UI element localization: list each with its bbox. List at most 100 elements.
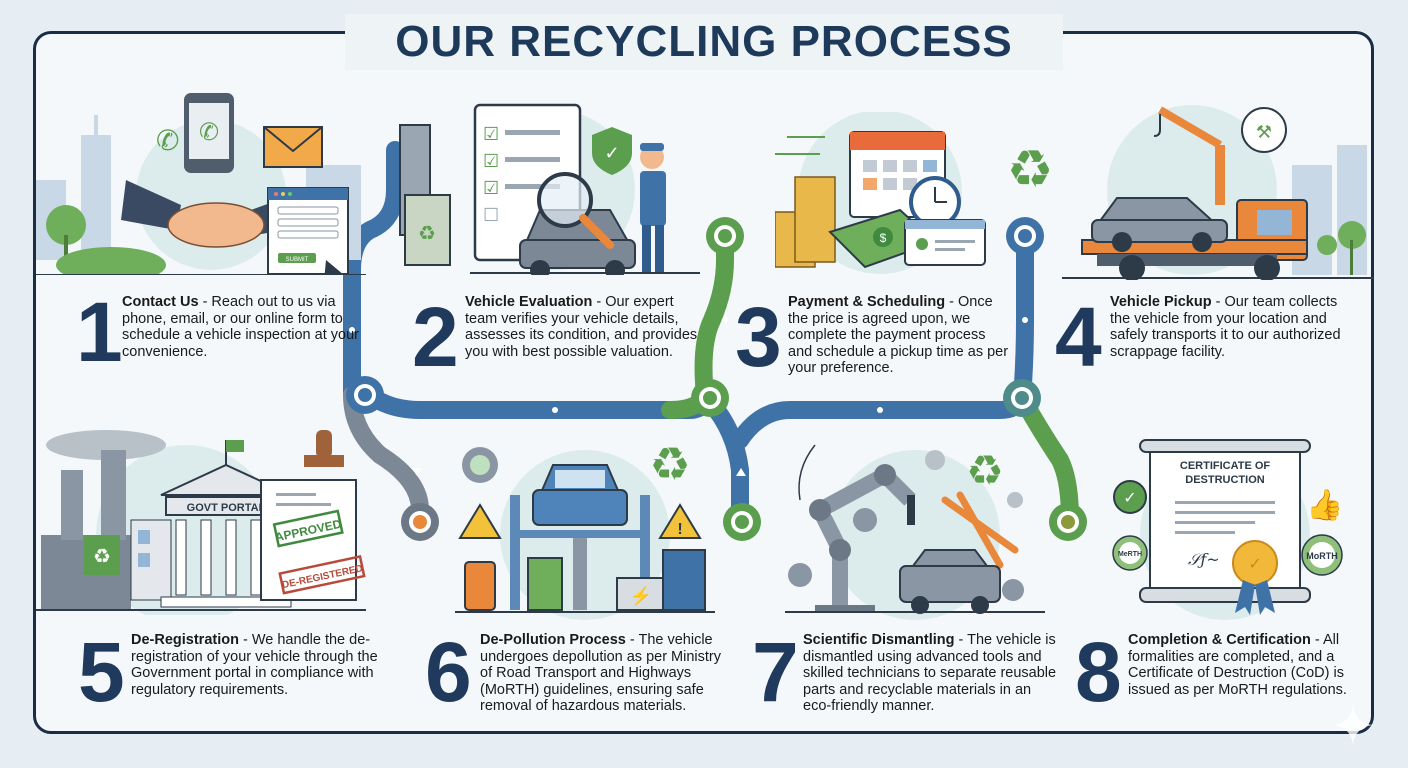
phone-call-icon: ✆	[156, 125, 179, 156]
govt-portal-label: GOVT PORTAL	[187, 502, 266, 514]
svg-text:☑: ☑	[483, 124, 499, 144]
document-icon: APPROVED DE-REGISTERED	[260, 479, 366, 601]
svg-text:♻: ♻	[93, 546, 111, 568]
gear-icon	[462, 447, 498, 483]
morth-badge-left: MeRTH	[1112, 535, 1148, 571]
id-card-icon	[904, 219, 986, 266]
step-description: De-Pollution Process - The vehicle under…	[480, 632, 721, 714]
tree-icon	[46, 205, 86, 245]
certificate-title-line2: DESTRUCTION	[1185, 474, 1265, 486]
svg-text:✓: ✓	[604, 143, 619, 163]
step-description: Completion & Certification - All formali…	[1128, 632, 1347, 698]
step-number: 5	[78, 625, 125, 719]
submit-button-label: SUBMIT	[286, 257, 309, 263]
step-6-illustration: ♻ ! ⚡	[455, 440, 715, 620]
shield-check-icon: ✓	[592, 127, 632, 175]
car-lift-icon	[510, 495, 650, 610]
gear-icon	[788, 450, 1024, 601]
recycle-icon: ♻	[649, 440, 690, 490]
svg-text:⚡: ⚡	[630, 585, 652, 607]
green-barrel-icon	[527, 557, 563, 611]
page-title: OUR RECYCLING PROCESS	[395, 17, 1013, 66]
path-segment-9	[1013, 389, 1079, 529]
oil-can-icon	[464, 561, 496, 611]
svg-text:MeRTH: MeRTH	[1118, 551, 1142, 558]
tow-truck-icon	[1081, 106, 1308, 280]
step-7-illustration: ♻	[785, 440, 1045, 620]
step-number: 1	[76, 285, 123, 379]
blue-car-icon	[532, 464, 628, 526]
recycle-icon: ♻	[1007, 141, 1054, 199]
tree-icon	[1317, 221, 1366, 275]
email-envelope-icon	[263, 126, 323, 168]
step-heading: Contact Us	[122, 294, 199, 310]
silver-car-icon	[899, 549, 1001, 614]
step-2-illustration: ♻ ☑ ☑ ☑ ☐ ✓	[380, 95, 700, 275]
svg-text:MoRTH: MoRTH	[1306, 551, 1338, 561]
path-segment-2	[343, 386, 429, 529]
step-4-illustration: ⚒	[1062, 100, 1374, 280]
title-banner: OUR RECYCLING PROCESS	[345, 14, 1063, 70]
svg-text:✆: ✆	[199, 119, 219, 146]
step-description: Payment & Scheduling - Once the price is…	[788, 294, 1009, 376]
step-number: 4	[1055, 290, 1102, 384]
path-segment-3	[361, 386, 719, 419]
step-number: 3	[735, 290, 782, 384]
svg-text:☑: ☑	[483, 151, 499, 171]
step-description: Vehicle Evaluation - Our expert team ver…	[465, 294, 698, 360]
step-number: 6	[425, 625, 472, 719]
svg-text:✓: ✓	[1248, 556, 1261, 573]
blue-barrel-icon	[662, 549, 706, 611]
path-segment-7	[731, 391, 1031, 449]
step-heading: De-Registration	[131, 632, 239, 648]
step-description: Scientific Dismantling - The vehicle is …	[803, 632, 1057, 714]
mechanic-icon	[640, 143, 666, 273]
step-description: Contact Us - Reach out to us via phone, …	[122, 294, 359, 360]
morth-badge-right: MoRTH	[1301, 534, 1343, 576]
step-description: De-Registration - We handle the de-regis…	[131, 632, 378, 698]
step-number: 2	[412, 290, 459, 384]
sparkle-icon	[1333, 705, 1373, 745]
step-number: 8	[1075, 625, 1122, 719]
step-heading: Vehicle Pickup	[1110, 294, 1212, 310]
robotic-arm-icon	[809, 464, 916, 613]
step-number: 7	[752, 625, 799, 719]
certificate-scroll-icon: CERTIFICATE OF DESTRUCTION 𝒮ƒ~	[1139, 439, 1311, 603]
smartphone-icon: ✆	[184, 93, 234, 173]
crane-badge-icon: ⚒	[1241, 107, 1287, 153]
step-1-illustration: ✆ ✆ SUBMIT	[36, 85, 366, 275]
charging-station-icon: ♻	[399, 124, 451, 266]
step-5-illustration: ♻ GOVT PORTAL APPROVED DE-REGISTERED	[36, 425, 366, 615]
signature: 𝒮ƒ~	[1188, 550, 1220, 569]
step-8-illustration: CERTIFICATE OF DESTRUCTION 𝒮ƒ~ ✓ ✓ 👍 MeR…	[1100, 435, 1350, 620]
step-3-illustration: $ ♻	[775, 112, 1065, 277]
step-heading: Completion & Certification	[1128, 632, 1311, 648]
coins-icon	[775, 176, 836, 268]
path-nodes	[346, 217, 1087, 541]
clock-icon	[909, 176, 961, 228]
step-heading: De-Pollution Process	[480, 632, 626, 648]
step-heading: Scientific Dismantling	[803, 632, 955, 648]
magnifying-glass-icon	[537, 172, 614, 249]
certificate-title-line1: CERTIFICATE OF	[1180, 460, 1271, 472]
factory-icon: ♻	[41, 450, 131, 610]
gold-seal-icon: ✓	[1232, 540, 1278, 615]
check-badge-icon: ✓	[1113, 480, 1147, 514]
lifted-car-icon	[1091, 197, 1228, 252]
step-description: Vehicle Pickup - Our team collects the v…	[1110, 294, 1341, 360]
svg-text:♻: ♻	[418, 223, 436, 245]
biohazard-warning-icon	[458, 503, 502, 539]
step-heading: Vehicle Evaluation	[465, 294, 593, 310]
warning-icon	[658, 503, 702, 539]
svg-text:✓: ✓	[1123, 490, 1136, 507]
cursor-icon	[324, 260, 344, 275]
govt-building-icon: GOVT PORTAL	[130, 440, 292, 608]
recycle-icon: ♻	[966, 447, 1004, 494]
stamp-icon	[304, 430, 344, 467]
car-icon	[519, 209, 636, 275]
svg-text:☐: ☐	[483, 205, 499, 225]
thumbs-up-icon: 👍	[1306, 487, 1343, 522]
svg-text:☑: ☑	[483, 178, 499, 198]
svg-text:!: !	[677, 521, 682, 538]
step-heading: Payment & Scheduling	[788, 294, 946, 310]
